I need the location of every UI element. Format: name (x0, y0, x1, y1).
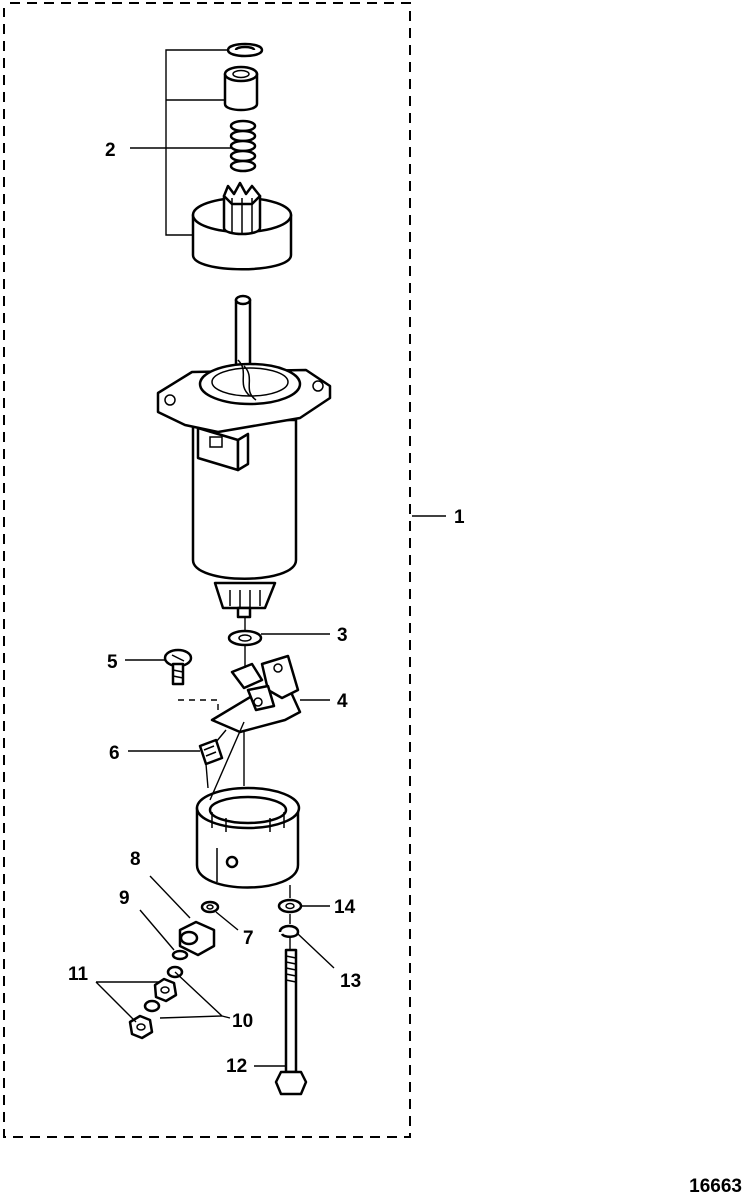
callout-3: 3 (337, 625, 348, 646)
callout-12: 12 (226, 1056, 247, 1077)
callout-9: 9 (119, 888, 130, 909)
callout-14: 14 (334, 897, 356, 918)
figure-id: 16663 (689, 1176, 742, 1197)
callout-13: 13 (340, 971, 361, 992)
washer-7 (200, 900, 220, 914)
callout-4: 4 (337, 691, 348, 712)
callout-10: 10 (232, 1011, 253, 1032)
screw (163, 648, 193, 686)
leader-lines (95, 49, 446, 1067)
brush-plate (210, 654, 302, 734)
spring (229, 119, 257, 173)
thrust-washer (227, 629, 263, 647)
sleeve (223, 65, 259, 112)
washer-14 (277, 898, 303, 914)
callout-8: 8 (130, 849, 141, 870)
alignment-lines (178, 617, 291, 950)
snap-ring (226, 42, 264, 58)
insulator (178, 920, 216, 957)
assembly-boundary (3, 2, 411, 1138)
pinion-drive (191, 181, 293, 271)
starter-motor (156, 294, 332, 619)
brush-holder (198, 738, 224, 766)
end-housing (195, 786, 301, 889)
washer-9 (171, 949, 189, 961)
callout-2: 2 (105, 140, 116, 161)
callout-5: 5 (107, 652, 118, 673)
lockwasher-10b (143, 999, 161, 1013)
callout-1: 1 (454, 507, 465, 528)
lockwasher-13 (278, 924, 300, 938)
callout-7: 7 (243, 928, 254, 949)
through-bolt (274, 948, 308, 1096)
drive-kit (191, 42, 293, 271)
nut-11a (153, 977, 178, 1003)
callout-6: 6 (109, 743, 120, 764)
callout-11: 11 (68, 964, 89, 985)
